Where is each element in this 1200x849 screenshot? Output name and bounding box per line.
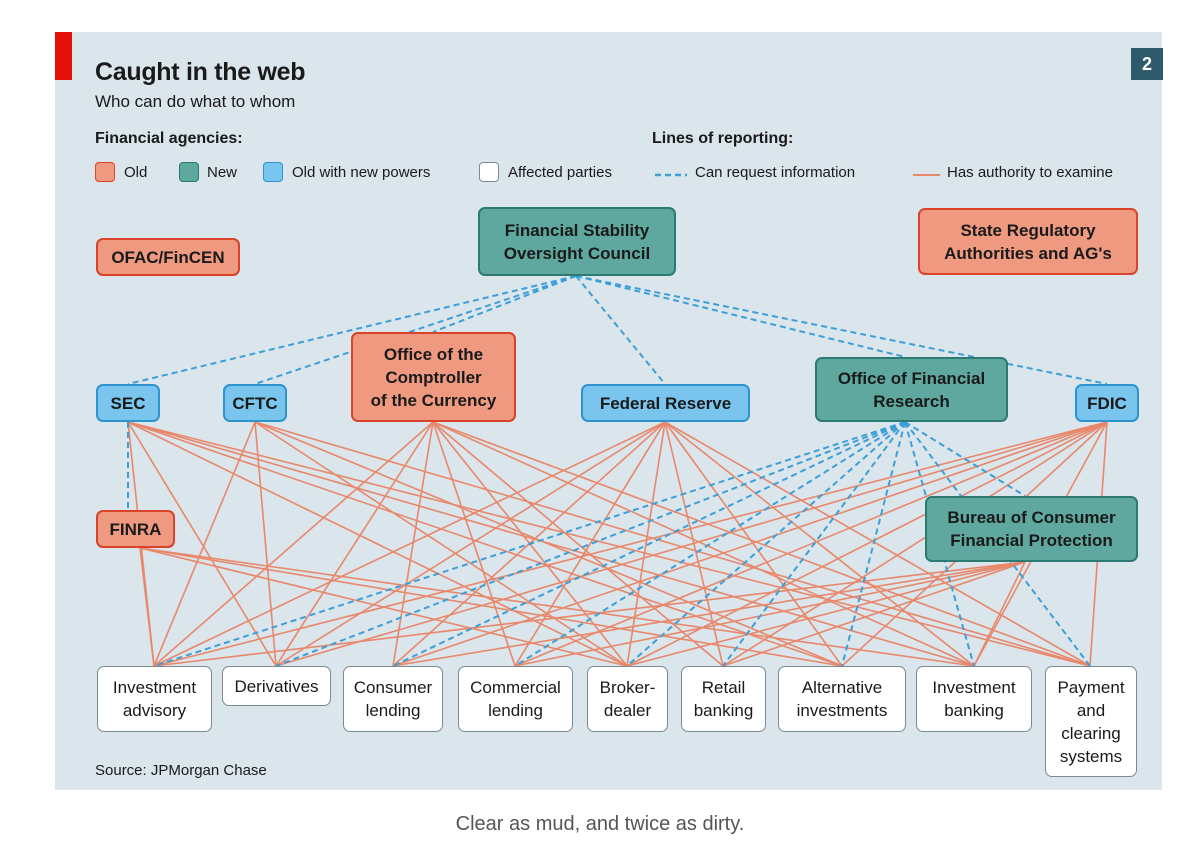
node-investment-banking: Investment banking <box>916 666 1032 732</box>
authority-line-sec-deriv <box>127 421 277 667</box>
node-broker-dealer: Broker- dealer <box>587 666 668 732</box>
legend-label-new: New <box>207 164 238 181</box>
legend-line-samples <box>655 173 940 177</box>
accent-bar <box>55 32 72 80</box>
legend-swatch-affected <box>479 162 499 182</box>
request-line-ofr-deriv <box>275 421 906 667</box>
figure-caption: Clear as mud, and twice as dirty. <box>455 813 745 835</box>
authority-line-cftc-broker <box>254 421 628 667</box>
authority-line-occ-deriv <box>275 421 434 667</box>
node-cftc: CFTC <box>223 384 287 422</box>
node-payment-clearing: Payment and clearing systems <box>1045 666 1137 777</box>
authority-line-fed-comm <box>514 421 666 667</box>
request-line-fsoc-occ <box>432 275 577 333</box>
authority-line-cftc-deriv <box>254 421 277 667</box>
node-fdic: FDIC <box>1075 384 1139 422</box>
authority-line-cfpb-comm <box>514 561 1026 667</box>
chart-number-badge: 2 <box>1131 48 1163 80</box>
chart-subtitle: Who can do what to whom <box>95 92 296 111</box>
node-alternative-investments: Alternative investments <box>778 666 906 732</box>
authority-line-fed-broker <box>626 421 666 667</box>
authority-line-fdic-inv_adv <box>153 421 1108 667</box>
authority-line-cftc-payment <box>254 421 1091 667</box>
node-investment-advisory: Investment advisory <box>97 666 212 732</box>
authority-line-cfpb-retail <box>722 561 1026 667</box>
node-consumer-lending: Consumer lending <box>343 666 443 732</box>
authority-line-fdic-comm <box>514 421 1108 667</box>
request-line-ofr-cons <box>392 421 906 667</box>
authority-line-cftc-alt <box>254 421 843 667</box>
legend-swatch-new <box>179 162 199 182</box>
authority-line-cftc-inv_adv <box>153 421 256 667</box>
authority-line-fed-payment <box>664 421 1091 667</box>
request-line-ofr-alt <box>841 421 906 667</box>
request-line-fsoc-cftc <box>254 275 577 385</box>
node-state-regulators: State Regulatory Authorities and AG's <box>918 208 1138 275</box>
authority-line-fdic-deriv <box>275 421 1108 667</box>
node-fsoc: Financial Stability Oversight Council <box>478 207 676 276</box>
request-line-ofr-cfpb <box>904 421 1026 497</box>
request-line-ofr-inv_adv <box>153 421 906 667</box>
node-cfpb: Bureau of Consumer Financial Protection <box>925 496 1138 562</box>
legend-label-old: Old <box>124 164 148 181</box>
request-line-ofr-comm <box>514 421 906 667</box>
legend-label-old-new-powers: Old with new powers <box>292 164 431 181</box>
authority-line-occ-payment <box>432 421 1091 667</box>
request-line-fsoc-fdic <box>575 275 1108 385</box>
source-note: Source: JPMorgan Chase <box>95 762 267 779</box>
authority-line-finra-alt <box>139 547 843 667</box>
authority-line-sec-payment <box>127 421 1091 667</box>
node-ofac-fincen: OFAC/FinCEN <box>96 238 240 276</box>
node-office-financial-research: Office of Financial Research <box>815 357 1008 422</box>
legend-label-authority: Has authority to examine <box>947 164 1113 181</box>
node-commercial-lending: Commercial lending <box>458 666 573 732</box>
legend-label-request: Can request information <box>695 164 856 181</box>
legend-reporting-heading: Lines of reporting: <box>652 130 794 147</box>
authority-line-fed-inv_adv <box>153 421 666 667</box>
authority-line-occ-inv_adv <box>153 421 434 667</box>
node-derivatives: Derivatives <box>222 666 331 706</box>
authority-line-fdic-retail <box>722 421 1108 667</box>
request-line-fsoc-sec <box>127 275 577 385</box>
request-line-fsoc-ofr <box>575 275 906 358</box>
legend-label-affected: Affected parties <box>508 164 612 181</box>
authority-line-cfpb-inv_bank <box>973 561 1026 667</box>
authority-line-sec-inv_bank <box>127 421 975 667</box>
legend-agencies-heading: Financial agencies: <box>95 130 243 147</box>
node-occ: Office of the Comptroller of the Currenc… <box>351 332 516 422</box>
request-line-ofr-inv_bank <box>904 421 975 667</box>
request-line-fsoc-fed <box>575 275 666 385</box>
chart-title: Caught in the web <box>95 58 306 86</box>
authority-line-fdic-cons <box>392 421 1108 667</box>
authority-line-cfpb-cons <box>392 561 1026 667</box>
authority-line-cfpb-broker <box>626 561 1026 667</box>
request-line-ofr-broker <box>626 421 906 667</box>
node-finra: FINRA <box>96 510 175 548</box>
legend-swatch-old-new-powers <box>263 162 283 182</box>
authority-line-finra-inv_bank <box>139 547 975 667</box>
request-line-ofr-retail <box>722 421 906 667</box>
authority-line-occ-cons <box>392 421 434 667</box>
authority-line-sec-alt <box>127 421 843 667</box>
node-federal-reserve: Federal Reserve <box>581 384 750 422</box>
legend-swatch-old <box>95 162 115 182</box>
authority-line-fed-inv_bank <box>664 421 975 667</box>
authority-line-occ-comm <box>432 421 516 667</box>
authority-line-occ-retail <box>432 421 724 667</box>
authority-line-fed-alt <box>664 421 843 667</box>
authority-line-fdic-broker <box>626 421 1108 667</box>
authority-line-cfpb-inv_adv <box>153 561 1026 667</box>
authority-line-sec-broker <box>127 421 628 667</box>
authority-line-occ-inv_bank <box>432 421 975 667</box>
node-retail-banking: Retail banking <box>681 666 766 732</box>
authority-line-fed-deriv <box>275 421 666 667</box>
node-sec: SEC <box>96 384 160 422</box>
authority-line-finra-inv_adv <box>139 547 155 667</box>
